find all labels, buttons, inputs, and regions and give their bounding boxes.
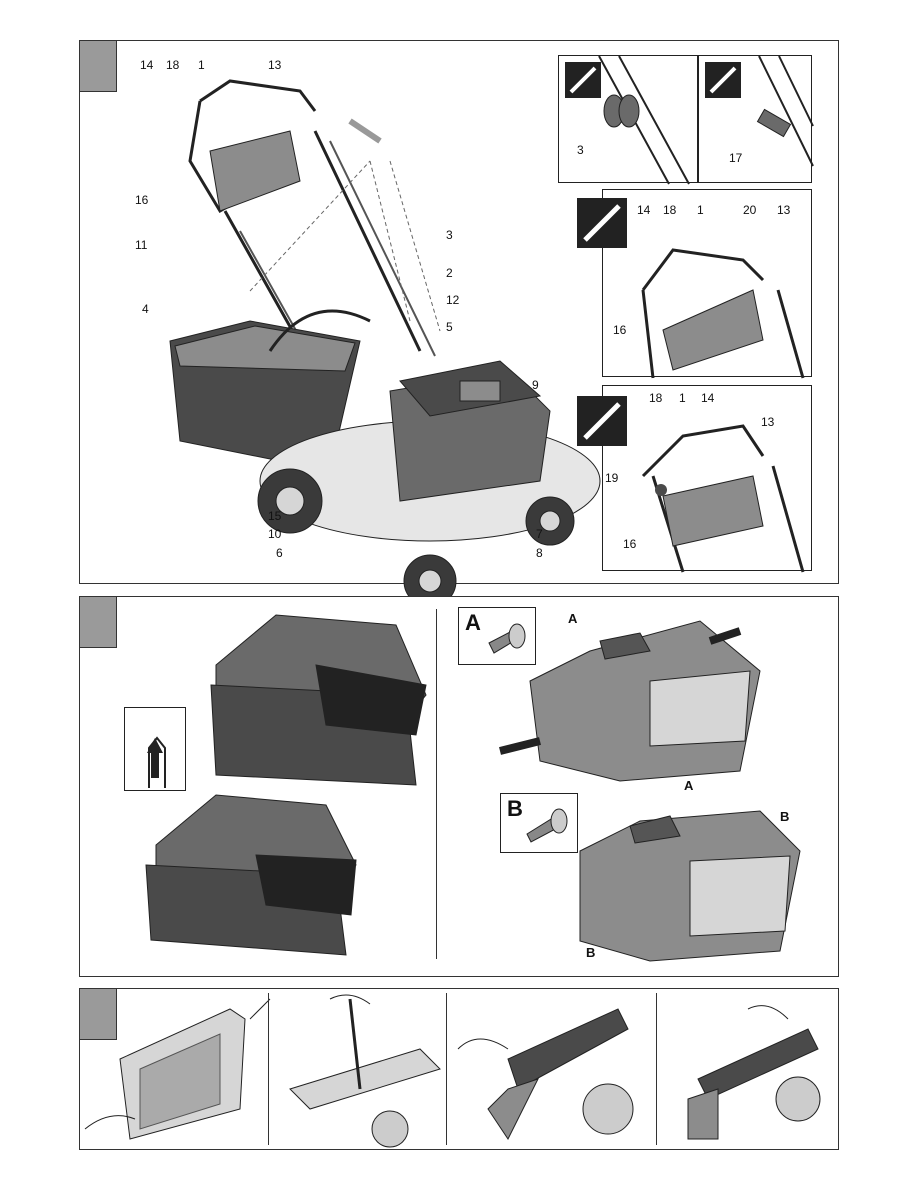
label-2: 2 <box>446 266 453 280</box>
inset-c-label-1: 1 <box>697 203 704 217</box>
inset-c-label-16: 16 <box>613 323 627 337</box>
label-10: 10 <box>268 527 282 541</box>
inset-d-label-16: 16 <box>623 537 637 551</box>
inset-switch: 17 <box>698 55 814 183</box>
inset-c-label-13: 13 <box>777 203 791 217</box>
inset-handle-fold: 14 18 1 20 13 16 <box>577 189 812 379</box>
label-15: 15 <box>268 509 282 523</box>
callout-a-bottom: A <box>684 778 694 793</box>
step-4-illustration <box>687 1005 821 1140</box>
inset-d-label-13: 13 <box>761 415 775 429</box>
figure-1-panel: 14 18 1 13 16 11 3 2 12 4 5 9 15 10 6 7 … <box>79 40 839 608</box>
screw-b-letter: B <box>507 796 523 821</box>
label-5: 5 <box>446 320 453 334</box>
figure-2-divider <box>436 609 437 959</box>
grass-box-screws-illustration <box>499 620 801 962</box>
callout-b-right: B <box>780 809 790 824</box>
inset-d-label-19: 19 <box>605 471 619 485</box>
label-16: 16 <box>135 193 149 207</box>
figure-3-marker <box>80 989 117 1040</box>
label-12: 12 <box>446 293 460 307</box>
inset-handle-open: 18 1 14 13 19 16 <box>577 385 812 573</box>
inset-handle-adjust: 3 <box>558 55 698 185</box>
figure-1-marker <box>80 41 117 92</box>
step-1-illustration <box>84 998 271 1140</box>
step-2-illustration <box>289 994 441 1148</box>
label-1: 1 <box>198 58 205 72</box>
figure-2-panel: A B A A B B <box>79 596 839 977</box>
screw-a-box: A <box>458 607 536 665</box>
label-8: 8 <box>536 546 543 560</box>
step-3-illustration <box>457 1008 634 1140</box>
label-6: 6 <box>276 546 283 560</box>
inset-d-label-14: 14 <box>701 391 715 405</box>
mower-illustration <box>169 79 601 608</box>
inset-b-label-17: 17 <box>729 151 743 165</box>
label-9: 9 <box>532 378 539 392</box>
inset-d-label-1: 1 <box>679 391 686 405</box>
label-3: 3 <box>446 228 453 242</box>
clip-detail-inset <box>124 707 186 791</box>
inset-d-label-18: 18 <box>649 391 663 405</box>
step-divider-2 <box>446 993 447 1145</box>
label-13: 13 <box>268 58 282 72</box>
label-14: 14 <box>140 58 154 72</box>
figure-3-panel <box>79 988 839 1150</box>
step-divider-3 <box>656 993 657 1145</box>
inset-c-label-14: 14 <box>637 203 651 217</box>
label-18: 18 <box>166 58 180 72</box>
label-11: 11 <box>135 238 148 252</box>
inset-a-label-3: 3 <box>577 143 584 157</box>
inset-c-label-18: 18 <box>663 203 677 217</box>
step-divider-1 <box>268 993 269 1145</box>
grass-box-assembly <box>145 614 427 956</box>
inset-c-label-20: 20 <box>743 203 757 217</box>
figure-2-marker <box>80 597 117 648</box>
callout-b-bottom: B <box>586 945 596 960</box>
label-4: 4 <box>142 302 149 316</box>
callout-a-top: A <box>568 611 578 626</box>
screw-a-letter: A <box>465 610 481 635</box>
label-7: 7 <box>536 527 543 541</box>
screw-b-box: B <box>500 793 578 853</box>
